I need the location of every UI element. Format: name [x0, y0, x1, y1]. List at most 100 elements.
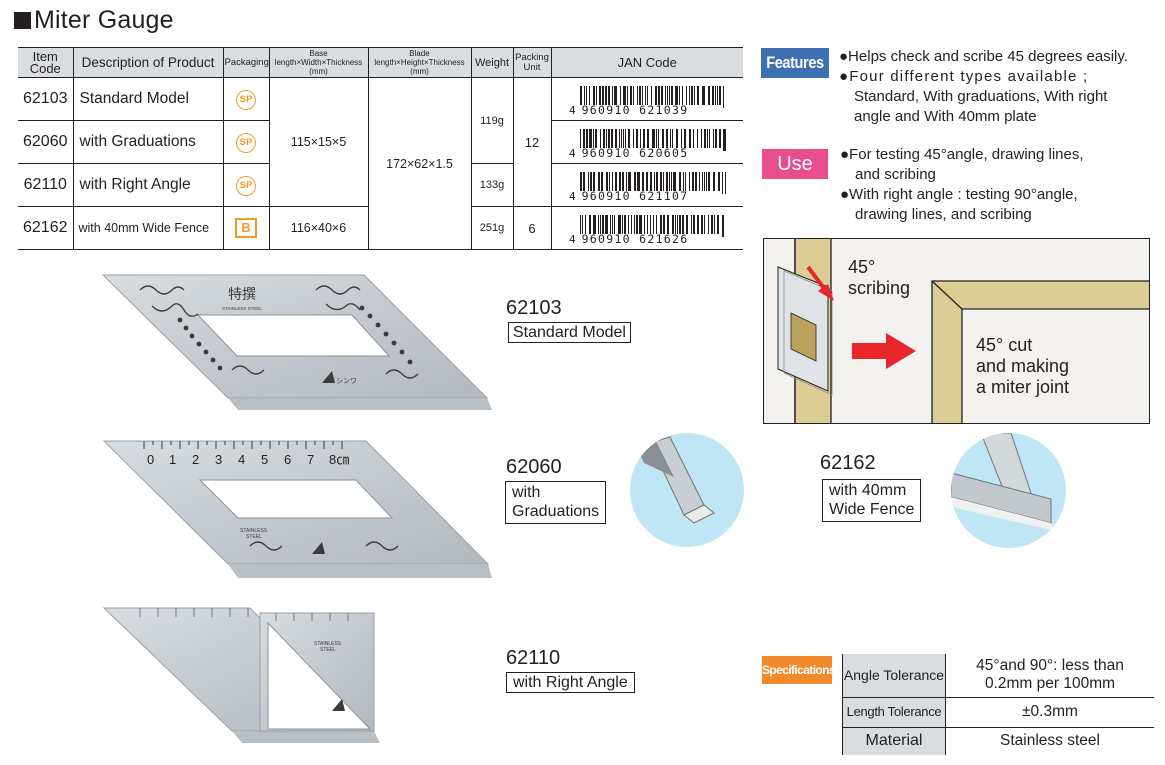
use-list: ●For testing 45°angle, drawing lines, an…	[840, 145, 1160, 225]
svg-text:7: 7	[307, 452, 314, 467]
standard-gauge-image: 特撰 STAINLESS STEEL シンワ	[101, 274, 492, 410]
use-item: ●For testing 45°angle, drawing lines,	[840, 146, 1084, 163]
svg-text:2: 2	[192, 452, 199, 467]
item-code: 62162	[18, 206, 74, 250]
steel-mark: STEEL	[246, 534, 262, 540]
spec-key: Length Tolerance	[842, 696, 946, 728]
weight: 133g	[470, 163, 514, 207]
svg-text:8㎝: 8㎝	[329, 452, 349, 467]
table-header-row: Item Code Description of Product Packagi…	[18, 47, 743, 78]
col-base: Base length×Width×Thickness (mm)	[268, 47, 369, 78]
svg-text:3: 3	[215, 452, 222, 467]
right-angle-gauge-image: STAINLESS STEEL	[102, 607, 380, 743]
use-item: drawing lines, and scribing	[855, 206, 1032, 223]
features-list: ●Helps check and scribe 45 degrees easil…	[839, 47, 1159, 127]
product-description: with Right Angle	[72, 163, 224, 207]
detail-photo-wide-fence	[951, 433, 1066, 548]
jan-code: 4 960910 621107	[550, 163, 744, 207]
feature-item: Standard, With graduations, With right	[854, 88, 1108, 105]
sp-packaging-icon: SP	[236, 89, 256, 110]
stainless-mark: STAINLESS STEEL	[222, 306, 262, 311]
graduated-gauge-image: 0 1 2 3 4 5 6 7 8㎝ STAINLESS STEEL	[102, 440, 492, 578]
packing-unit: 12	[512, 77, 552, 207]
use-item: ●With right angle : testing 90°angle,	[840, 186, 1078, 203]
stainless-mark: STAINLESS	[314, 641, 342, 647]
base-dimensions: 116×40×6	[268, 206, 369, 250]
col-weight: Weight	[470, 47, 514, 78]
product-code-label: 62103	[506, 297, 562, 319]
blade-dimensions: 172×62×1.5	[367, 77, 472, 250]
packaging-cell: SP	[222, 77, 270, 121]
scribing-label: 45°scribing	[848, 257, 911, 298]
barcode: 4 960910 621039	[552, 82, 744, 116]
item-code: 62060	[18, 120, 74, 164]
ruler-numbers: 0 1 2 3 4 5 6 7 8㎝	[147, 452, 349, 467]
weight: 119g	[470, 77, 514, 164]
features-badge: Features	[761, 48, 829, 78]
col-packaging: Packaging	[222, 47, 270, 78]
barcode-icon	[579, 172, 726, 194]
miter-illustration	[777, 239, 1149, 423]
col-item-code: Item Code	[18, 47, 74, 78]
barcode-icon	[579, 215, 724, 237]
page-title: Miter Gauge	[14, 6, 174, 35]
brand-logo-icon	[322, 371, 335, 383]
kanji-mark: 特撰	[228, 287, 256, 303]
sp-packaging-icon: SP	[236, 175, 256, 196]
base-dimensions: 115×15×5	[268, 77, 369, 207]
spec-value: ±0.3mm	[945, 696, 1154, 728]
steel-mark: STEEL	[320, 647, 336, 653]
barcode: 4 960910 620605	[552, 125, 744, 159]
svg-text:4: 4	[238, 452, 245, 467]
brand-mark: シンワ	[336, 377, 357, 385]
svg-text:6: 6	[284, 452, 291, 467]
product-name-box: with Right Angle	[506, 672, 635, 693]
table-row: 62110 with Right Angle SP 133g 4 960910 …	[18, 163, 744, 207]
weight: 251g	[470, 206, 514, 250]
packaging-cell: SP	[222, 120, 270, 164]
title-square-icon	[14, 12, 31, 29]
svg-text:5: 5	[261, 452, 268, 467]
packaging-cell: B	[222, 206, 270, 250]
table-row: Material Stainless steel	[842, 726, 1154, 755]
b-packaging-icon: B	[235, 218, 257, 238]
jan-code: 4 960910 621039	[550, 77, 744, 121]
feature-item: angle and With 40mm plate	[854, 108, 1037, 125]
specifications-badge: Specifications	[762, 656, 836, 684]
brand-logo-icon	[312, 542, 325, 554]
product-table: Item Code Description of Product Packagi…	[18, 47, 743, 250]
spec-key: Material	[842, 726, 946, 755]
brand-logo-icon	[332, 699, 345, 711]
table-row: Length Tolerance ±0.3mm	[842, 696, 1154, 728]
svg-text:0: 0	[147, 452, 154, 467]
col-jan: JAN Code	[550, 47, 743, 78]
product-description: with 40mm Wide Fence	[72, 206, 224, 250]
detail-photo-graduations	[630, 433, 744, 547]
item-code: 62110	[18, 163, 74, 207]
spec-key: Angle Tolerance	[842, 654, 946, 698]
col-description: Description of Product	[72, 47, 224, 78]
col-blade: Blade length×Height×Thickness (mm)	[367, 47, 472, 78]
table-row: 62103 Standard Model SP 115×15×5 172×62×…	[18, 77, 744, 250]
svg-text:1: 1	[169, 452, 176, 467]
product-name-box: Standard Model	[508, 322, 631, 343]
barcode: 4 960910 621107	[552, 168, 744, 202]
use-item: and scribing	[855, 166, 936, 183]
product-code-label: 62060	[506, 456, 562, 478]
use-badge: Use	[762, 149, 828, 179]
packaging-cell: SP	[222, 163, 270, 207]
item-code: 62103	[18, 77, 74, 121]
col-packing-unit: Packing Unit	[512, 47, 552, 78]
barcode-icon	[579, 86, 724, 108]
barcode-icon	[579, 129, 726, 151]
product-description: with Graduations	[72, 120, 224, 164]
feature-item: ●Helps check and scribe 45 degrees easil…	[839, 48, 1128, 65]
jan-code: 4 960910 621626	[550, 206, 743, 250]
